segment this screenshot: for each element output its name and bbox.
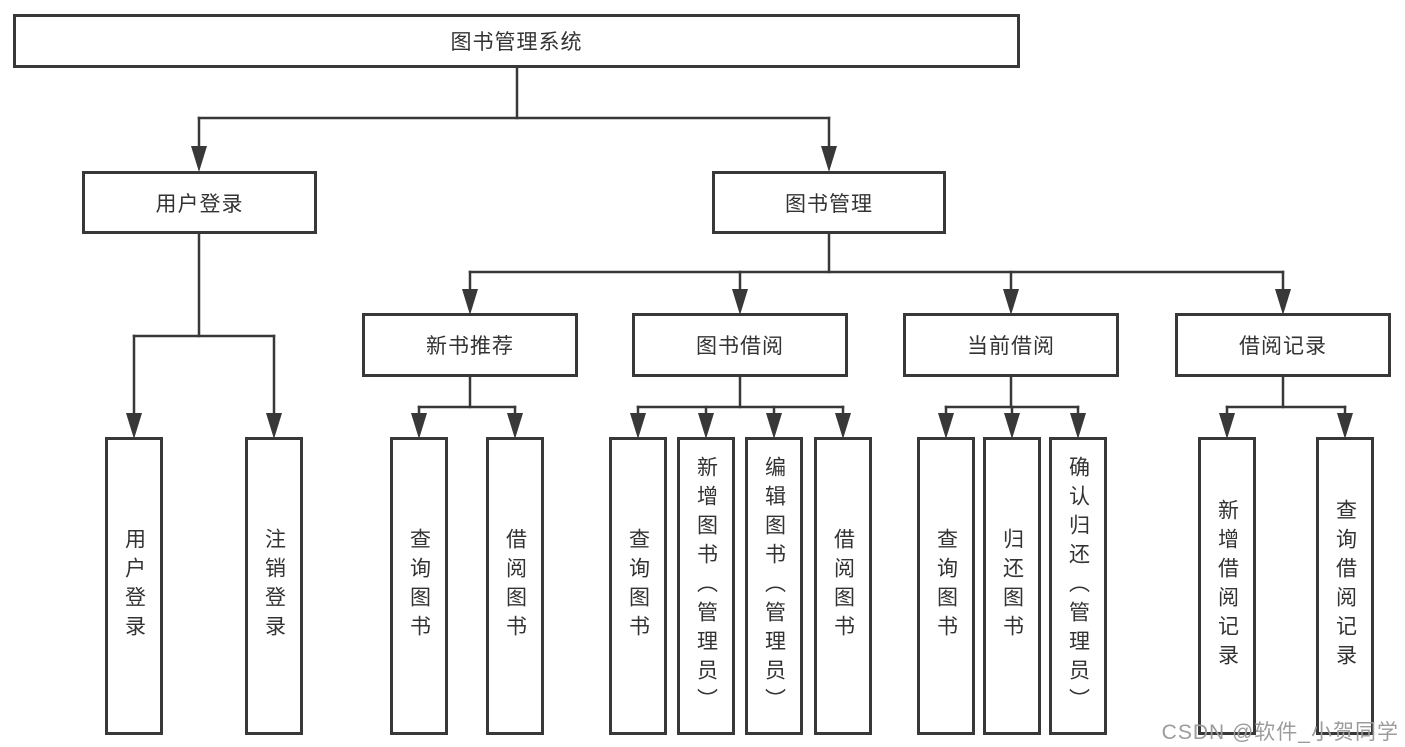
leaf-label: 查询借阅记录 [1333, 499, 1357, 673]
leaf-label: 新增图书（管理员） [694, 455, 718, 717]
leaf-query-books-borrow: 查询图书 [609, 437, 667, 735]
node-label: 图书管理 [785, 192, 873, 216]
leaf-query-books-recommend: 查询图书 [390, 437, 448, 735]
leaf-label: 编辑图书（管理员） [762, 455, 786, 717]
leaf-label: 归还图书 [1000, 528, 1024, 644]
leaf-add-borrow-record: 新增借阅记录 [1198, 437, 1256, 735]
leaf-label: 查询图书 [934, 528, 958, 644]
leaf-label: 确认归还（管理员） [1066, 455, 1090, 717]
leaf-label: 新增借阅记录 [1215, 499, 1239, 673]
leaf-borrow-books: 借阅图书 [814, 437, 872, 735]
node-label: 用户登录 [155, 192, 244, 216]
leaf-borrow-books-recommend: 借阅图书 [486, 437, 544, 735]
node-label: 图书借阅 [696, 335, 784, 358]
leaf-label: 借阅图书 [503, 528, 527, 644]
leaf-query-books-current: 查询图书 [917, 437, 975, 735]
node-borrow-records: 借阅记录 [1175, 313, 1391, 377]
leaf-label: 查询图书 [407, 528, 431, 644]
leaf-user-login: 用户登录 [105, 437, 163, 735]
node-label: 图书管理系统 [450, 31, 583, 54]
leaf-return-books: 归还图书 [983, 437, 1041, 735]
leaf-label: 查询图书 [626, 528, 650, 644]
node-book-borrow: 图书借阅 [632, 313, 848, 377]
node-root-system: 图书管理系统 [13, 14, 1020, 68]
node-new-book-recommend: 新书推荐 [362, 313, 578, 377]
leaf-label: 借阅图书 [831, 528, 855, 644]
leaf-edit-books-admin: 编辑图书（管理员） [745, 437, 803, 735]
node-label: 新书推荐 [426, 335, 514, 358]
leaf-confirm-return-admin: 确认归还（管理员） [1049, 437, 1107, 735]
node-user-login: 用户登录 [82, 171, 317, 234]
node-label: 借阅记录 [1239, 335, 1327, 358]
leaf-label: 用户登录 [122, 528, 146, 644]
leaf-add-books-admin: 新增图书（管理员） [677, 437, 735, 735]
csdn-watermark: CSDN @软件_小贺同学 [1161, 721, 1399, 744]
node-book-management: 图书管理 [712, 171, 946, 234]
node-label: 当前借阅 [967, 335, 1055, 358]
leaf-query-borrow-record: 查询借阅记录 [1316, 437, 1374, 735]
leaf-logout: 注销登录 [245, 437, 303, 735]
node-current-borrow: 当前借阅 [903, 313, 1119, 377]
leaf-label: 注销登录 [262, 528, 286, 644]
